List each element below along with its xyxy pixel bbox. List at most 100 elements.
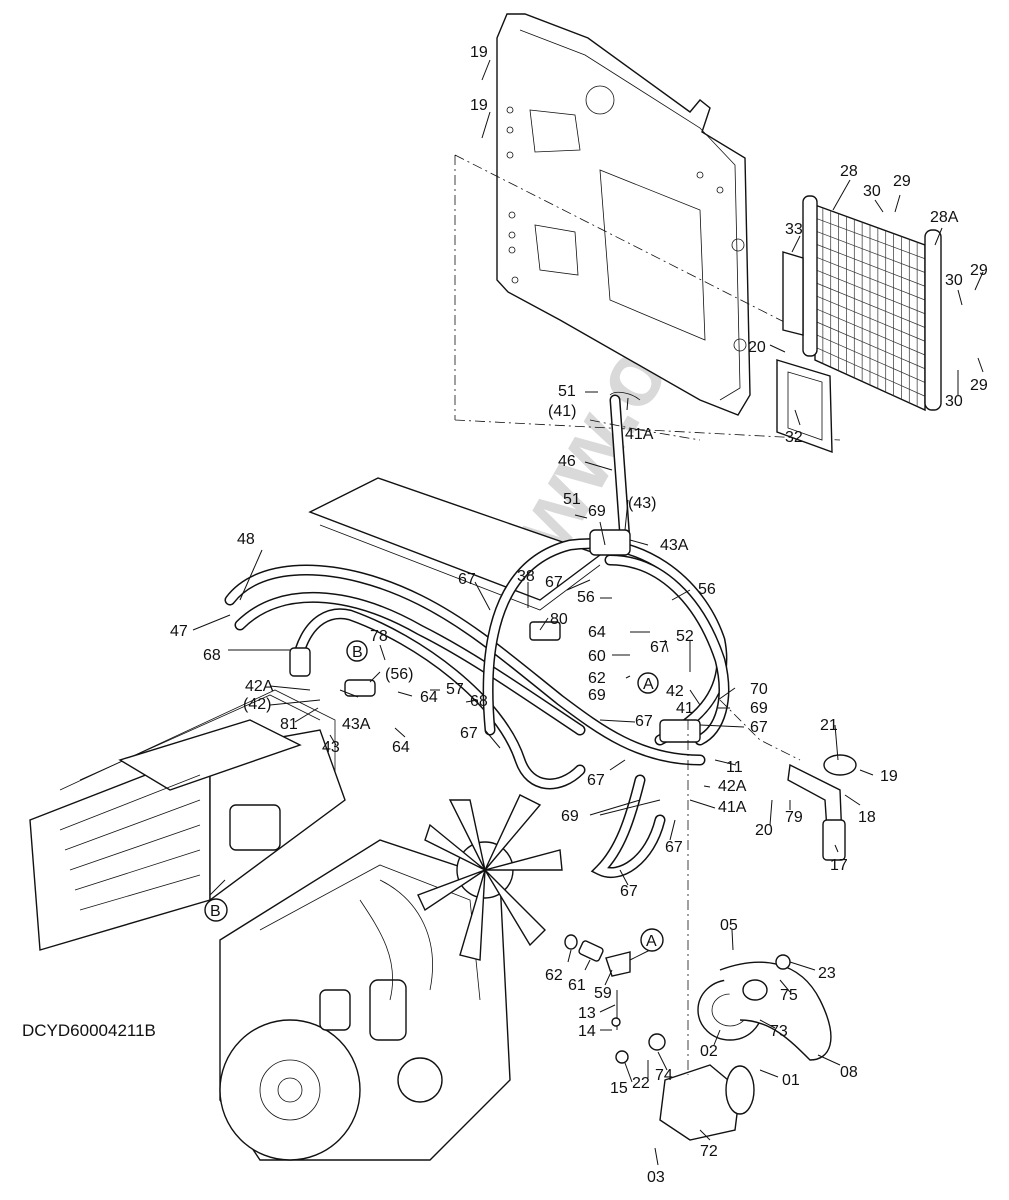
callout-22: 22 xyxy=(632,1075,650,1092)
callout-68: 68 xyxy=(203,647,221,664)
callout-69: 69 xyxy=(561,808,579,825)
callout-43A: 43A xyxy=(342,716,371,733)
callout-42: 42 xyxy=(666,683,684,700)
callout-73: 73 xyxy=(770,1023,788,1040)
callout-29: 29 xyxy=(970,377,988,394)
callout-51: 51 xyxy=(563,491,581,508)
refrigerant-hoses xyxy=(224,391,730,878)
callout-67: 67 xyxy=(460,725,478,742)
callout-56-ref: (56) xyxy=(385,666,413,683)
callout-78: 78 xyxy=(370,628,388,645)
callout-30: 30 xyxy=(945,272,963,289)
leader-lines xyxy=(192,59,984,1166)
callout-74: 74 xyxy=(655,1067,673,1084)
callout-circle-B xyxy=(204,898,228,922)
callout-67: 67 xyxy=(750,719,768,736)
callout-60: 60 xyxy=(588,648,606,665)
callout-41A: 41A xyxy=(718,799,747,816)
callout-72: 72 xyxy=(700,1143,718,1160)
callout-20: 20 xyxy=(755,822,773,839)
callout-B: B xyxy=(210,903,221,920)
callout-59: 59 xyxy=(594,985,612,1002)
callout-32: 32 xyxy=(785,429,803,446)
callout-21: 21 xyxy=(820,717,838,734)
callout-23: 23 xyxy=(818,965,836,982)
callout-48: 48 xyxy=(237,531,255,548)
callout-47: 47 xyxy=(170,623,188,640)
callout-33: 33 xyxy=(785,221,803,238)
callout-A: A xyxy=(643,676,654,693)
callout-69: 69 xyxy=(750,700,768,717)
callout-43A: 43A xyxy=(660,537,689,554)
callout-61: 61 xyxy=(568,977,586,994)
callout-46: 46 xyxy=(558,453,576,470)
callout-67: 67 xyxy=(635,713,653,730)
callout-70: 70 xyxy=(750,681,768,698)
callout-79: 79 xyxy=(785,809,803,826)
callout-43-ref: (43) xyxy=(628,495,656,512)
callout-67: 67 xyxy=(665,839,683,856)
callout-41A: 41A xyxy=(625,426,654,443)
callout-64: 64 xyxy=(392,739,410,756)
callout-42A: 42A xyxy=(718,778,747,795)
callout-30: 30 xyxy=(863,183,881,200)
callout-52: 52 xyxy=(676,628,694,645)
callout-18: 18 xyxy=(858,809,876,826)
hvac-unit xyxy=(29,689,346,951)
callout-43: 43 xyxy=(322,739,340,756)
callout-14: 14 xyxy=(578,1023,596,1040)
callout-17: 17 xyxy=(830,857,848,874)
callout-64: 64 xyxy=(420,689,438,706)
callout-15: 15 xyxy=(610,1080,628,1097)
callout-02: 02 xyxy=(700,1043,718,1060)
callout-51: 51 xyxy=(558,383,576,400)
callout-28A: 28A xyxy=(930,209,959,226)
callout-68: 68 xyxy=(470,693,488,710)
callout-28: 28 xyxy=(840,163,858,180)
radiator-frame-panel xyxy=(454,13,841,441)
callout-62: 62 xyxy=(545,967,563,984)
callout-75: 75 xyxy=(780,987,798,1004)
callout-13: 13 xyxy=(578,1005,596,1022)
callout-81: 81 xyxy=(280,716,298,733)
callout-circle-A xyxy=(640,928,664,952)
callout-03: 03 xyxy=(647,1169,665,1186)
engine xyxy=(219,839,511,1161)
cooling-fan xyxy=(417,794,563,961)
callout-41: 41 xyxy=(676,700,694,717)
callout-67: 67 xyxy=(545,574,563,591)
callout-56: 56 xyxy=(577,589,595,606)
callout-19: 19 xyxy=(470,97,488,114)
callout-69: 69 xyxy=(588,503,606,520)
callout-64: 64 xyxy=(588,624,606,641)
callout-05: 05 xyxy=(720,917,738,934)
callout-57: 57 xyxy=(446,681,464,698)
callout-69: 69 xyxy=(588,687,606,704)
callout-67: 67 xyxy=(587,772,605,789)
bracket-parts xyxy=(787,754,857,861)
callout-11: 11 xyxy=(726,759,743,776)
callout-19: 19 xyxy=(880,768,898,785)
callout-labels: 19 19 28 30 29 28A 33 30 29 20 29 30 32 … xyxy=(170,44,988,1186)
guide-lines xyxy=(589,419,801,1075)
callout-20: 20 xyxy=(748,339,766,356)
callout-29: 29 xyxy=(970,262,988,279)
callout-08: 08 xyxy=(840,1064,858,1081)
callout-30: 30 xyxy=(945,393,963,410)
callout-67: 67 xyxy=(458,571,476,588)
callout-62: 62 xyxy=(588,670,606,687)
condenser xyxy=(776,195,942,454)
callout-19: 19 xyxy=(470,44,488,61)
callout-41-ref: (41) xyxy=(548,403,576,420)
callout-56: 56 xyxy=(698,581,716,598)
callout-circle-A xyxy=(637,672,659,694)
callout-29: 29 xyxy=(893,173,911,190)
callout-01: 01 xyxy=(782,1072,800,1089)
callout-42-ref: (42) xyxy=(243,696,271,713)
drawing-code: DCYD60004211B xyxy=(22,1021,156,1040)
callout-B: B xyxy=(352,644,363,661)
compressor-assembly xyxy=(564,934,832,1141)
callout-67: 67 xyxy=(650,639,668,656)
callout-80: 80 xyxy=(550,611,568,628)
